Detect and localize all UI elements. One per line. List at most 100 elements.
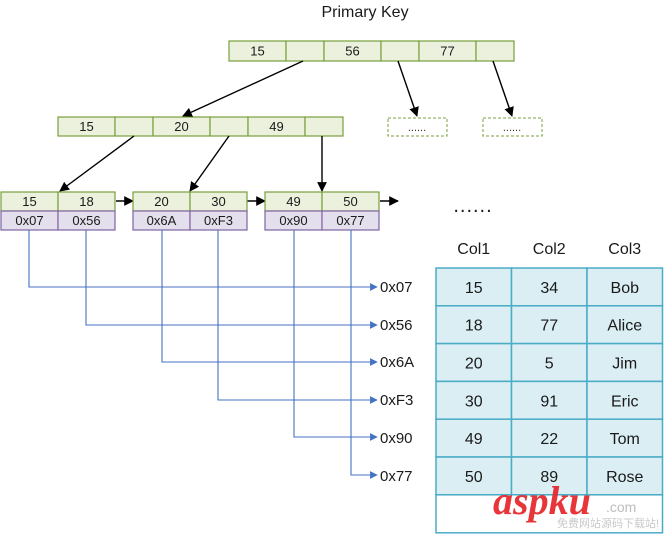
root-cell-text: 77 [440, 44, 454, 59]
table-cell [435, 267, 513, 307]
address-label: 0x90 [380, 430, 413, 447]
root-cell-text: 56 [345, 44, 359, 59]
root-to-placeholder-arrow [492, 60, 514, 117]
address-label: 0x6A [380, 354, 414, 371]
table-cell-text: 22 [540, 431, 558, 448]
table-cell-text: Alice [607, 318, 642, 335]
diagram-title: Primary Key [321, 4, 408, 21]
table-cell [586, 456, 664, 496]
internal-cell [114, 116, 154, 137]
table-column-header: Col2 [533, 241, 566, 258]
table-cell-text: 30 [465, 393, 483, 410]
placeholder-text: ...... [503, 122, 521, 134]
table-row: 20 5 Jim [435, 342, 664, 383]
table-cell [586, 267, 664, 307]
table-cell [510, 380, 588, 420]
table-cell-text: 34 [540, 280, 558, 297]
leaf-node: 49 50 0x90 0x77 [264, 191, 380, 231]
address-mapping-line [217, 230, 378, 404]
table-cell [510, 267, 588, 307]
table-cell-text: 49 [465, 431, 483, 448]
data-table: Col1 Col2 Col3 15 34 Bob 18 77 Alice 20 5 Jim 30 91 Er… [435, 241, 664, 534]
leaf-key-cell-text: 50 [343, 194, 357, 209]
tree-arrows [59, 60, 514, 206]
leaf-key-cell-text: 15 [22, 194, 36, 209]
watermark-tld: .com [606, 499, 636, 515]
table-cell-text: Tom [610, 431, 640, 448]
address-mapping-lines [28, 230, 378, 479]
table-cell [510, 418, 588, 458]
more-rows-ellipsis: ...... [453, 195, 492, 217]
leaf-nodes: 15 18 0x07 0x56 20 30 0x6A 0xF3 49 50 0x90 0x77 [0, 191, 380, 231]
internal-to-leaf-arrow [189, 135, 230, 192]
internal-cell [304, 116, 344, 137]
table-cell-text: Bob [611, 280, 640, 297]
table-column-header: Col3 [608, 241, 641, 258]
internal-to-leaf-arrow [59, 135, 135, 192]
leaf-pointer-cell-text: 0x77 [336, 213, 364, 228]
table-column-header: Col1 [457, 241, 490, 258]
root-cell-text: 15 [250, 44, 264, 59]
table-cell-text: Jim [612, 356, 637, 373]
table-row: 18 77 Alice [435, 305, 664, 345]
table-row: 15 34 Bob [435, 267, 664, 307]
address-mapping-line [293, 230, 378, 441]
internal-cell-text: 15 [79, 119, 93, 134]
address-label: 0x56 [380, 317, 413, 334]
address-label: 0x77 [380, 468, 413, 485]
table-cell-text: 91 [540, 393, 558, 410]
address-label: 0xF3 [380, 392, 413, 409]
table-cell-text: 77 [540, 318, 558, 335]
root-cell [380, 40, 420, 62]
placeholder-node: ...... [387, 117, 448, 137]
table-cell-text: Rose [606, 469, 643, 486]
leaf-pointer-cell-text: 0xF3 [204, 213, 233, 228]
table-cell [586, 305, 664, 345]
watermark-tagline: 免费网站源码下载站! [557, 516, 659, 530]
placeholder-text: ...... [408, 122, 426, 134]
table-row: 49 22 Tom [435, 418, 664, 458]
table-row: 30 91 Eric [435, 380, 664, 420]
address-label: 0x07 [380, 279, 413, 296]
leaf-key-cell-text: 20 [154, 194, 168, 209]
leaf-pointer-cell-text: 0x90 [279, 213, 307, 228]
internal-cell-text: 49 [269, 119, 283, 134]
table-cell [586, 380, 664, 420]
root-cell [285, 40, 325, 62]
table-cell [435, 456, 513, 496]
root-to-internal-arrow [182, 60, 304, 117]
table-cell-text: 50 [465, 469, 483, 486]
leaf-pointer-cell-text: 0x56 [72, 213, 100, 228]
leaf-node: 20 30 0x6A 0xF3 [132, 191, 248, 231]
address-mapping-line [161, 230, 378, 366]
table-cell [435, 418, 513, 458]
address-mapping-line [350, 230, 378, 479]
address-mapping-line [28, 230, 378, 291]
leaf-key-cell-text: 30 [211, 194, 225, 209]
table-cell-text: 18 [465, 318, 483, 335]
table-cell-text: 20 [465, 356, 483, 373]
table-cell [510, 342, 588, 383]
address-mapping-line [85, 230, 378, 329]
root-to-placeholder-arrow [397, 60, 419, 117]
table-cell-text: 15 [465, 280, 483, 297]
watermark-brand: aspku [493, 478, 591, 523]
table-cell [586, 342, 664, 383]
address-labels: 0x07 0x56 0x6A 0xF3 0x90 0x77 [380, 279, 414, 485]
table-cell [586, 418, 664, 458]
internal-cell [209, 116, 249, 137]
root-cell [475, 40, 515, 62]
placeholder-node: ...... [482, 117, 543, 137]
internal-cell-text: 20 [174, 119, 188, 134]
table-empty-row [435, 494, 664, 534]
leaf-key-cell-text: 49 [286, 194, 300, 209]
root-node: 15 56 77 [228, 40, 515, 62]
leaf-pointer-cell-text: 0x07 [15, 213, 43, 228]
table-cell-text: Eric [611, 393, 639, 410]
leaf-pointer-cell-text: 0x6A [147, 213, 177, 228]
leaf-key-cell-text: 18 [79, 194, 93, 209]
leaf-node: 15 18 0x07 0x56 [0, 191, 116, 231]
table-cell-text: 5 [545, 356, 554, 373]
